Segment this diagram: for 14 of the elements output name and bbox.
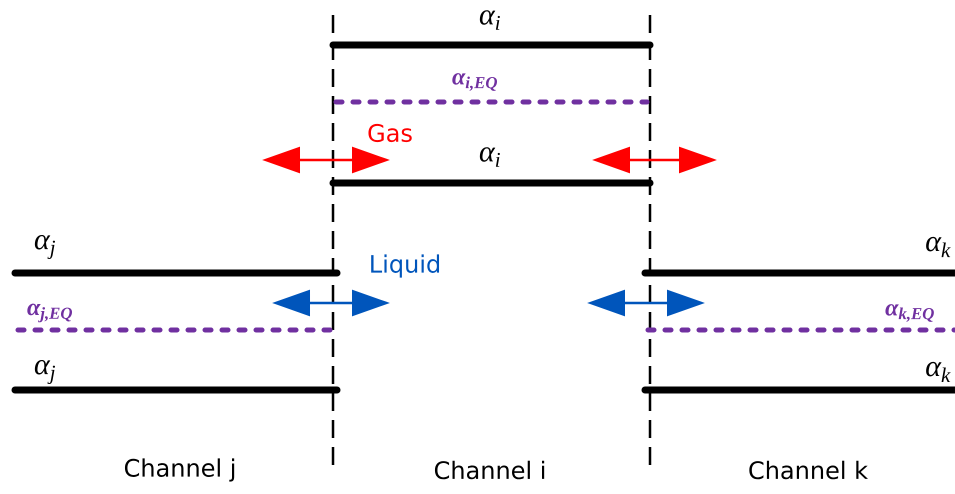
channel-label: Channel k	[749, 460, 868, 480]
phase-label: Gas	[368, 124, 412, 142]
symbol-label: α$_{i}$	[480, 10, 500, 30]
channel-label: Channel i	[434, 460, 544, 480]
phase-label: Liquid	[371, 254, 440, 278]
channel-label: Channel j	[124, 458, 234, 482]
symbol-label: α$_{i,EQ}$	[452, 73, 498, 91]
symbol-label: α$_{k,EQ}$	[885, 304, 934, 322]
symbol-label: α$_{j,EQ}$	[27, 304, 72, 322]
symbol-label: α$_{j}$	[34, 360, 56, 384]
symbol-label: α$_{k}$	[926, 236, 951, 258]
symbol-label: α$_{k}$	[926, 362, 951, 382]
symbol-label: α$_{j}$	[34, 235, 56, 259]
symbol-label: α$_{i}$	[480, 147, 500, 167]
